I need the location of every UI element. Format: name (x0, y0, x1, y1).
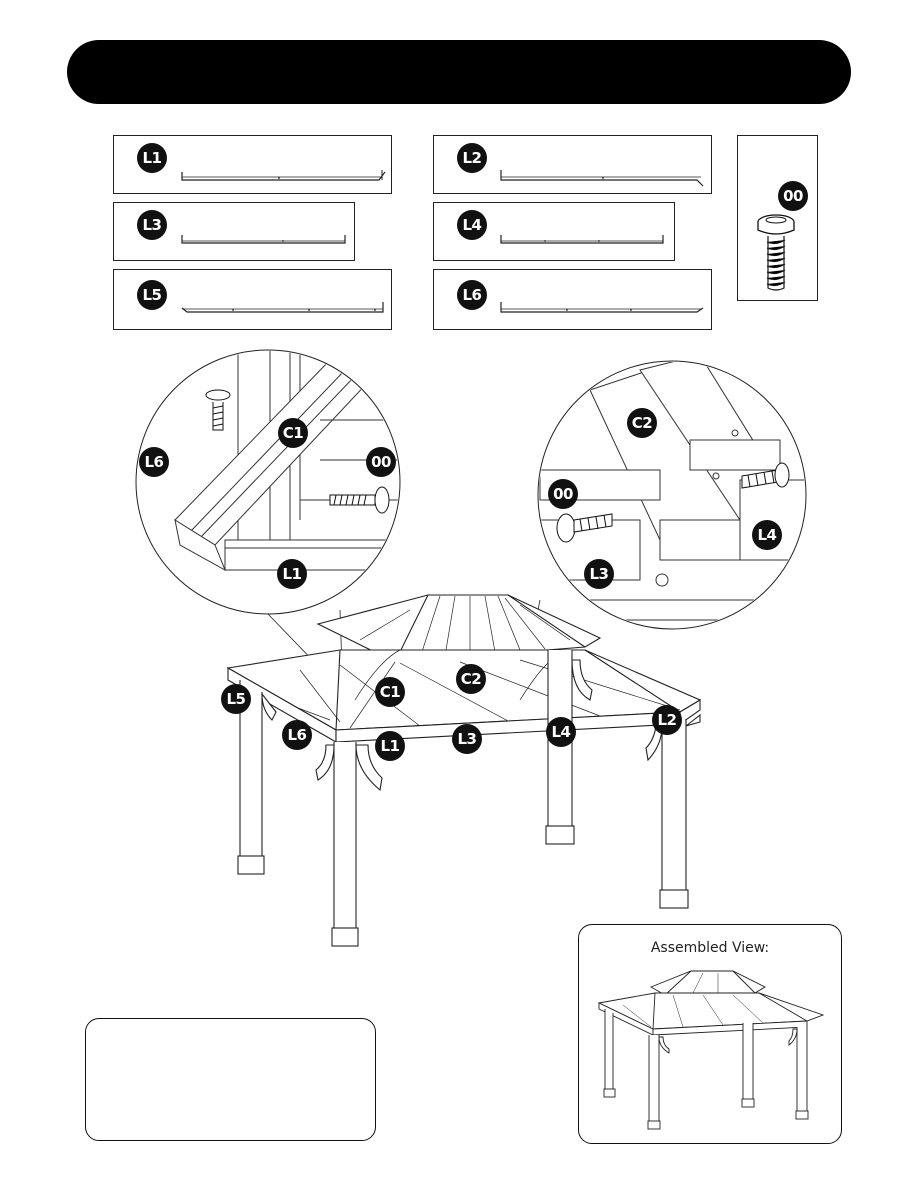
detail-right-label-c2: C2 (627, 408, 657, 438)
detail-left-label-l6: L6 (139, 447, 169, 477)
part-label-l1: L1 (137, 143, 167, 173)
gazebo-frame (226, 594, 702, 947)
rail-l2-drawing (500, 170, 704, 187)
rail-l3-drawing (181, 235, 346, 244)
bolt-left-horizontal (329, 486, 390, 514)
bolt-icon (757, 214, 795, 291)
assembled-view-title: Assembled View: (650, 940, 770, 956)
note-panel (85, 1018, 376, 1141)
rail-l5-drawing (181, 302, 384, 313)
bolt-right-left (556, 513, 613, 543)
part-box-l6: L6 (433, 269, 712, 330)
part-label-l6: L6 (457, 280, 487, 310)
rail-l1-drawing (181, 170, 386, 181)
detail-left-label-l1: L1 (277, 559, 307, 589)
hardware-label: 00 (778, 181, 808, 211)
part-label-l3: L3 (137, 210, 167, 240)
header-bar (67, 40, 851, 104)
callout-c2: C2 (456, 664, 486, 694)
part-label-l2: L2 (457, 143, 487, 173)
bolt-right-right (741, 462, 790, 489)
hardware-box: 00 (737, 135, 818, 301)
part-box-l1: L1 (113, 135, 392, 194)
callout-l6: L6 (282, 720, 312, 750)
part-box-l4: L4 (433, 202, 675, 261)
bolt-left-top (205, 389, 231, 431)
detail-right-label-l4: L4 (752, 520, 782, 550)
detail-circle-right (537, 360, 807, 630)
part-box-l5: L5 (113, 269, 392, 330)
assembled-view-panel: Assembled View: (578, 924, 842, 1144)
detail-left-label-c1: C1 (278, 418, 308, 448)
detail-circle-left (135, 349, 401, 615)
callout-l2: L2 (652, 705, 682, 735)
detail-right-label-00: 00 (548, 479, 578, 509)
detail-right-label-l3: L3 (584, 559, 614, 589)
part-box-l2: L2 (433, 135, 712, 194)
callout-l5: L5 (221, 684, 251, 714)
part-label-l5: L5 (137, 280, 167, 310)
detail-left-label-00: 00 (366, 447, 396, 477)
callout-l4: L4 (546, 717, 576, 747)
part-box-l3: L3 (113, 202, 355, 261)
callout-l3: L3 (452, 724, 482, 754)
callout-c1: C1 (375, 677, 405, 707)
rail-l4-drawing (500, 235, 664, 244)
assembled-gazebo-illustration (597, 970, 825, 1130)
part-label-l4: L4 (457, 210, 487, 240)
callout-l1: L1 (375, 731, 405, 761)
rail-l6-drawing (500, 302, 704, 313)
